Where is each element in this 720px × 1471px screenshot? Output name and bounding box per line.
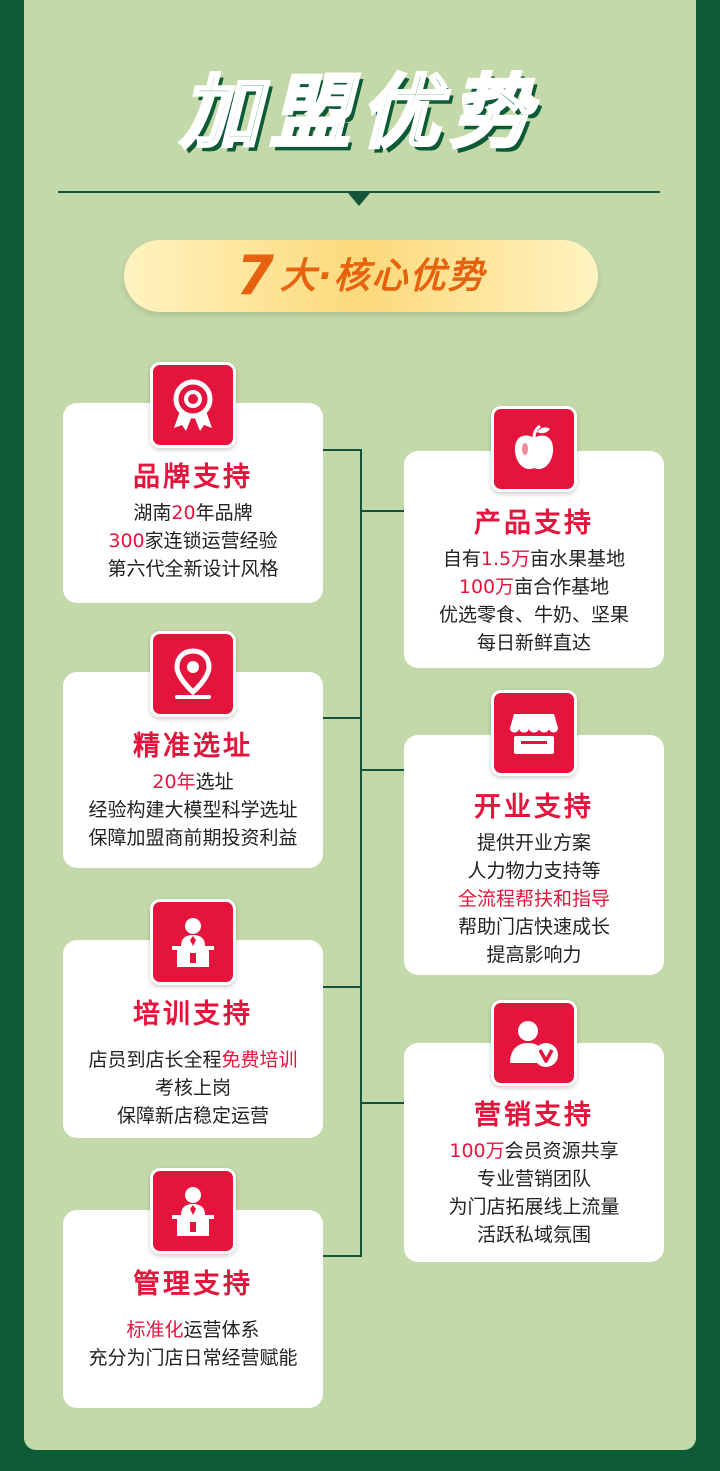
line-text: 运营体系 bbox=[183, 1319, 260, 1341]
connector-location bbox=[322, 717, 362, 719]
line-text: 店员到店长全程 bbox=[88, 1049, 222, 1071]
connector-product bbox=[360, 510, 406, 512]
line-text: 活跃私域氛围 bbox=[476, 1224, 591, 1246]
highlight-text: 100万 bbox=[449, 1140, 505, 1162]
highlight-text: 免费培训 bbox=[221, 1049, 298, 1071]
line-text: 考核上岗 bbox=[154, 1077, 231, 1099]
vip-member-icon bbox=[491, 1000, 577, 1086]
card-line: 充分为门店日常经营赋能 bbox=[63, 1344, 323, 1372]
line-text: 选址 bbox=[195, 771, 234, 793]
card-line: 保障新店稳定运营 bbox=[63, 1102, 323, 1130]
card-title: 培训支持 bbox=[133, 999, 253, 1030]
card-title: 开业支持 bbox=[474, 792, 594, 823]
divider-arrow-icon bbox=[348, 193, 370, 206]
line-text: 自有 bbox=[442, 548, 481, 570]
card-line: 店员到店长全程免费培训 bbox=[63, 1046, 323, 1074]
line-text: 提供开业方案 bbox=[476, 832, 591, 854]
connector-training bbox=[322, 986, 362, 988]
badge-text: 大·核心优势 bbox=[279, 256, 486, 297]
card-line: 活跃私域氛围 bbox=[404, 1221, 664, 1249]
card-line: 考核上岗 bbox=[63, 1074, 323, 1102]
line-text: 经验构建大模型科学选址 bbox=[88, 799, 298, 821]
card-line: 湖南20年品牌 bbox=[63, 499, 323, 527]
connector-marketing bbox=[360, 1102, 406, 1104]
line-text: 每日新鲜直达 bbox=[476, 632, 591, 654]
card-title: 品牌支持 bbox=[133, 462, 253, 493]
card-line: 专业营销团队 bbox=[404, 1165, 664, 1193]
connector-opening bbox=[360, 769, 406, 771]
connector-spine bbox=[360, 449, 362, 1256]
card-line: 提供开业方案 bbox=[404, 829, 664, 857]
line-text: 保障新店稳定运营 bbox=[116, 1105, 269, 1127]
card-line: 每日新鲜直达 bbox=[404, 629, 664, 657]
card-lines: 提供开业方案人力物力支持等全流程帮扶和指导帮助门店快速成长提高影响力 bbox=[404, 829, 664, 969]
line-text: 湖南 bbox=[133, 502, 172, 524]
line-text: 会员资源共享 bbox=[504, 1140, 619, 1162]
badge-number: 7 bbox=[236, 244, 274, 307]
card-line: 第六代全新设计风格 bbox=[63, 555, 323, 583]
location-pin-icon bbox=[150, 631, 236, 717]
card-marketing-support: 营销支持 100万会员资源共享专业营销团队为门店拓展线上流量活跃私域氛围 bbox=[404, 1043, 664, 1262]
line-text: 亩水果基地 bbox=[530, 548, 626, 570]
card-line: 300家连锁运营经验 bbox=[63, 527, 323, 555]
card-line: 为门店拓展线上流量 bbox=[404, 1193, 664, 1221]
card-line: 提高影响力 bbox=[404, 941, 664, 969]
card-line: 保障加盟商前期投资利益 bbox=[63, 824, 323, 852]
highlight-text: 标准化 bbox=[126, 1319, 184, 1341]
line-text: 亩合作基地 bbox=[514, 576, 610, 598]
line-text: 第六代全新设计风格 bbox=[107, 558, 279, 580]
card-lines: 店员到店长全程免费培训考核上岗保障新店稳定运营 bbox=[63, 1046, 323, 1130]
line-text: 优选零食、牛奶、坚果 bbox=[438, 604, 629, 626]
highlight-text: 20 bbox=[171, 502, 196, 524]
presenter-podium-icon bbox=[150, 899, 236, 985]
highlight-text: 20年 bbox=[152, 771, 196, 793]
line-text: 提高影响力 bbox=[486, 944, 582, 966]
card-line: 优选零食、牛奶、坚果 bbox=[404, 601, 664, 629]
line-text: 家连锁运营经验 bbox=[144, 530, 278, 552]
highlight-text: 1.5万 bbox=[480, 548, 531, 570]
card-lines: 标准化运营体系充分为门店日常经营赋能 bbox=[63, 1316, 323, 1372]
award-ribbon-icon bbox=[150, 362, 236, 448]
line-text: 专业营销团队 bbox=[476, 1168, 591, 1190]
presenter-podium-icon bbox=[150, 1168, 236, 1254]
card-title: 管理支持 bbox=[133, 1269, 253, 1300]
title-divider bbox=[58, 191, 660, 193]
apple-icon bbox=[491, 406, 577, 492]
connector-management bbox=[322, 1255, 362, 1257]
card-line: 标准化运营体系 bbox=[63, 1316, 323, 1344]
card-line: 20年选址 bbox=[63, 768, 323, 796]
connector-brand bbox=[322, 449, 362, 451]
line-text: 为门店拓展线上流量 bbox=[448, 1196, 620, 1218]
card-line: 人力物力支持等 bbox=[404, 857, 664, 885]
card-line: 全流程帮扶和指导 bbox=[404, 885, 664, 913]
page-title: 加盟优势 bbox=[179, 65, 540, 161]
card-line: 自有1.5万亩水果基地 bbox=[404, 545, 664, 573]
line-text: 年品牌 bbox=[195, 502, 253, 524]
card-title: 营销支持 bbox=[474, 1100, 594, 1131]
line-text: 充分为门店日常经营赋能 bbox=[88, 1347, 298, 1369]
line-text: 保障加盟商前期投资利益 bbox=[88, 827, 298, 849]
storefront-icon bbox=[491, 690, 577, 776]
card-lines: 100万会员资源共享专业营销团队为门店拓展线上流量活跃私域氛围 bbox=[404, 1137, 664, 1249]
line-text: 帮助门店快速成长 bbox=[457, 916, 610, 938]
card-line: 100万会员资源共享 bbox=[404, 1137, 664, 1165]
card-title: 产品支持 bbox=[474, 508, 594, 539]
card-line: 100万亩合作基地 bbox=[404, 573, 664, 601]
line-text: 人力物力支持等 bbox=[467, 860, 601, 882]
card-title: 精准选址 bbox=[133, 731, 253, 762]
highlight-text: 全流程帮扶和指导 bbox=[457, 888, 610, 910]
card-lines: 20年选址经验构建大模型科学选址保障加盟商前期投资利益 bbox=[63, 768, 323, 852]
highlight-text: 100万 bbox=[458, 576, 515, 598]
card-line: 经验构建大模型科学选址 bbox=[63, 796, 323, 824]
card-line: 帮助门店快速成长 bbox=[404, 913, 664, 941]
highlight-text: 300 bbox=[108, 530, 145, 552]
